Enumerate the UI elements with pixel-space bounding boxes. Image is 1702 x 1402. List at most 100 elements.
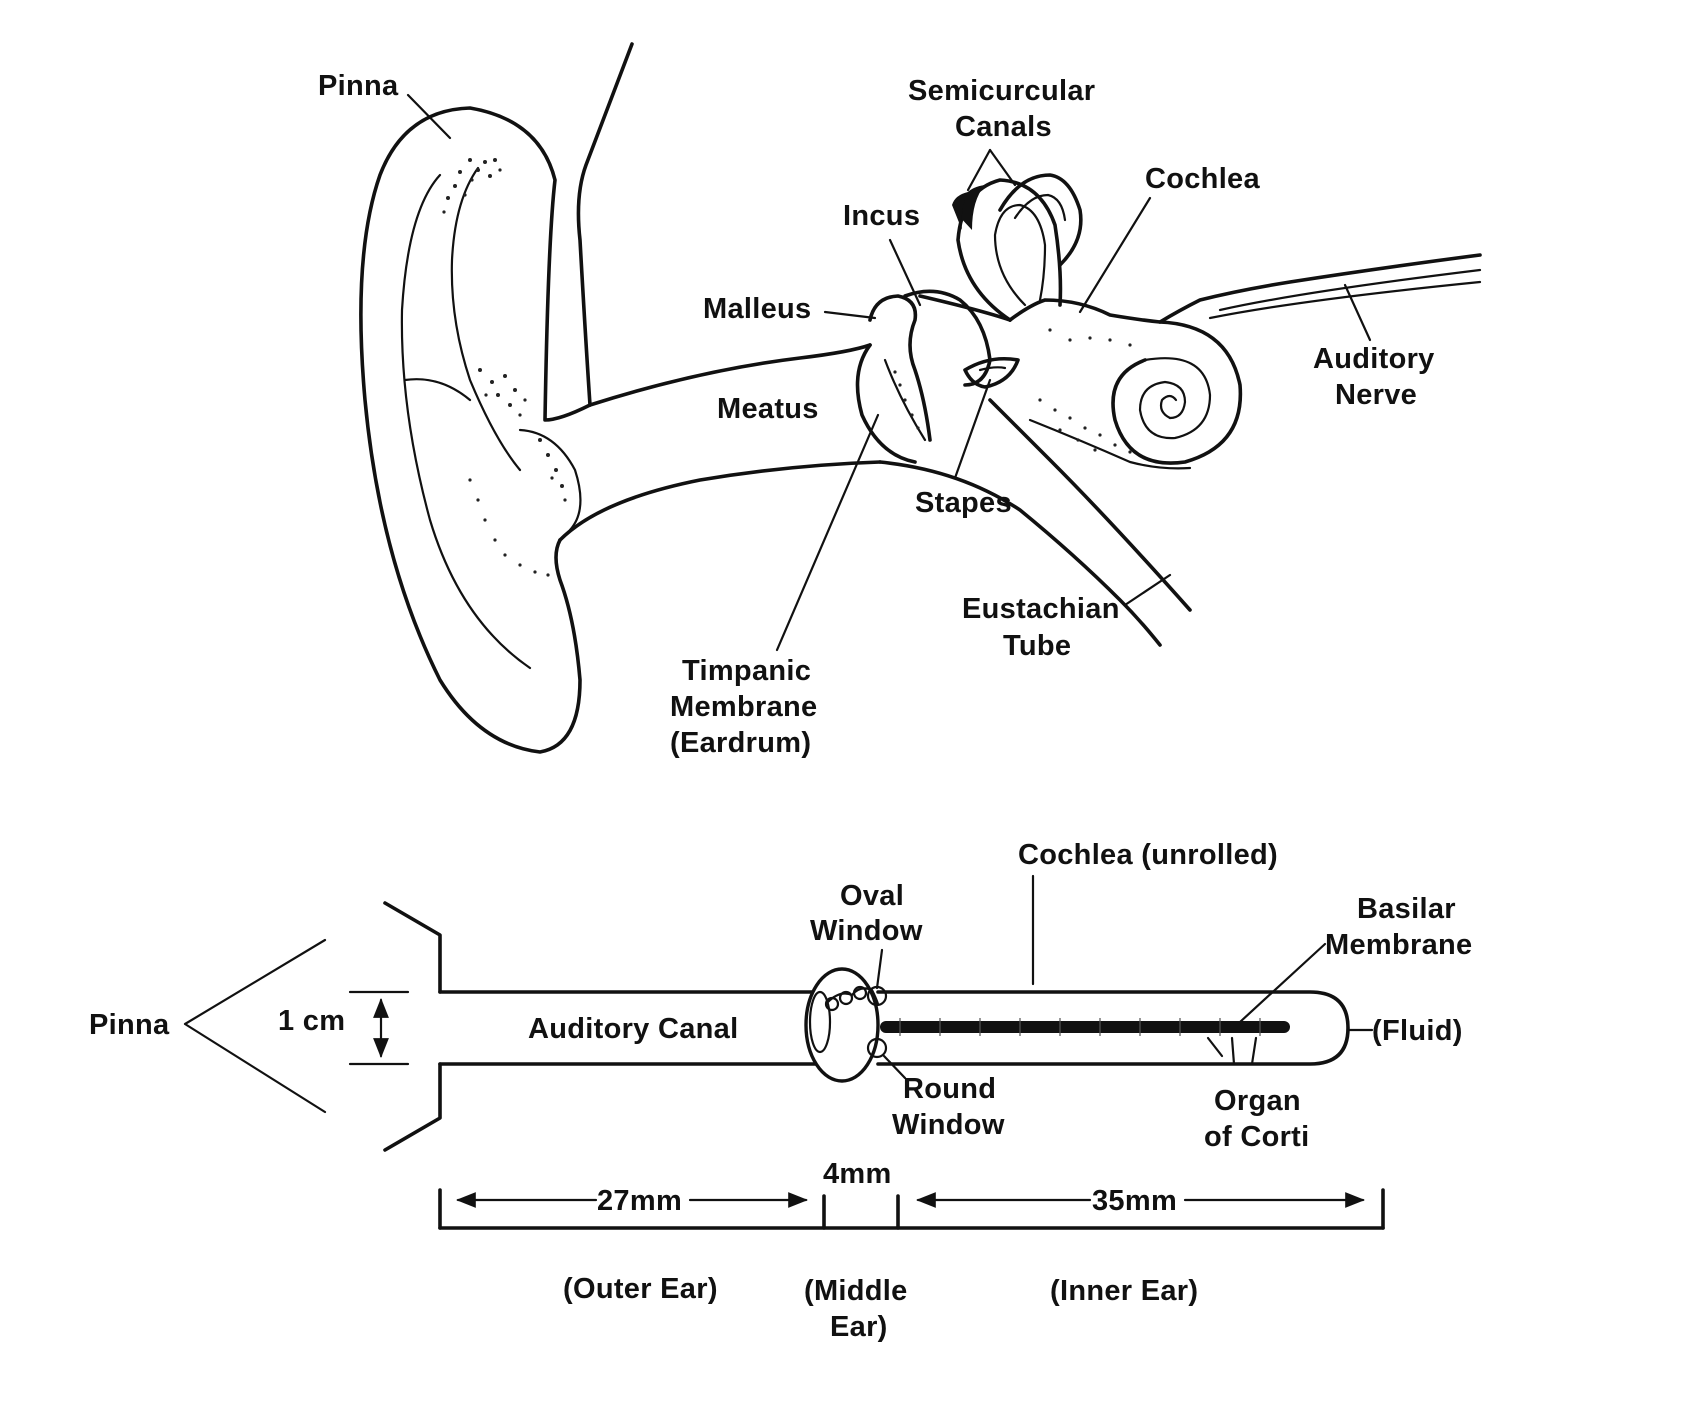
leader-organ-1 bbox=[1206, 1036, 1224, 1058]
label-round-2: Window bbox=[892, 1109, 1005, 1141]
semicircular-canal-shadow-2 bbox=[952, 192, 968, 230]
label-pinna: Pinna bbox=[318, 70, 399, 102]
leader-semicircular-a bbox=[966, 148, 992, 192]
dim-outer: 27mm bbox=[597, 1185, 682, 1217]
leader-stapes bbox=[953, 378, 992, 480]
dim-middle: 4mm bbox=[823, 1158, 892, 1190]
pinna-outline bbox=[359, 106, 592, 754]
leader-semicircular-b bbox=[988, 148, 1017, 187]
label-auditory-nerve-1: Auditory bbox=[1313, 343, 1435, 375]
semicircular-canal-front-inner bbox=[1013, 193, 1067, 222]
dim-inner: 35mm bbox=[1092, 1185, 1177, 1217]
semicircular-canal-outer bbox=[956, 178, 1063, 322]
head-outline bbox=[576, 42, 634, 407]
leader-auditory-nerve bbox=[1343, 283, 1372, 342]
incus bbox=[903, 289, 992, 387]
ear-schematic bbox=[183, 874, 1374, 1152]
eustachian-tube-lower bbox=[878, 460, 1162, 647]
cochlea-tube bbox=[876, 990, 1350, 1066]
leader-incus bbox=[888, 238, 922, 307]
auditory-nerve-lower bbox=[1218, 268, 1482, 312]
label-tympanic-1: Timpanic bbox=[682, 655, 811, 687]
concha-ridge bbox=[403, 378, 472, 402]
round-window-circle bbox=[866, 1037, 888, 1059]
label-fluid: (Fluid) bbox=[1372, 1015, 1463, 1047]
label-semicircular-1: Semicurcular bbox=[908, 75, 1095, 107]
semicircular-canal-front bbox=[998, 173, 1083, 267]
eustachian-tube-upper bbox=[988, 398, 1192, 612]
leader-basilar bbox=[1238, 942, 1327, 1024]
section-middle-1: (Middle bbox=[804, 1275, 908, 1307]
label-tympanic-3: (Eardrum) bbox=[670, 727, 811, 759]
eardrum-ellipse bbox=[808, 990, 832, 1054]
basilar-membrane bbox=[880, 1021, 1290, 1033]
label-cochlea: Cochlea bbox=[1145, 163, 1260, 195]
anatomy-labels: Pinna Semicurcular Canals Cochlea Incus … bbox=[318, 70, 1435, 759]
label-one-cm: 1 cm bbox=[278, 1005, 345, 1037]
stapes bbox=[963, 356, 1020, 389]
tympanic-inner bbox=[883, 358, 927, 442]
section-inner: (Inner Ear) bbox=[1050, 1275, 1198, 1307]
label-auditory-nerve-2: Nerve bbox=[1335, 379, 1417, 411]
malleus bbox=[868, 294, 932, 442]
label-round-1: Round bbox=[903, 1073, 996, 1105]
cochlea-spiral bbox=[1111, 320, 1243, 465]
helix-fold bbox=[400, 173, 532, 670]
pinna-shading bbox=[442, 158, 567, 577]
ear-anatomy-illustration bbox=[359, 42, 1482, 754]
stapes-inner bbox=[978, 366, 1007, 372]
label-basilar-2: Membrane bbox=[1325, 929, 1472, 961]
leader-malleus bbox=[823, 310, 877, 320]
meatus-upper-wall bbox=[588, 343, 872, 407]
label-eustachian-1: Eustachian bbox=[962, 593, 1120, 625]
middle-ear-bulb bbox=[804, 967, 880, 1083]
semicircular-canal-inner bbox=[993, 203, 1047, 307]
ossicle-2 bbox=[838, 990, 854, 1006]
label-cochlea-unrolled: Cochlea (unrolled) bbox=[1018, 839, 1278, 871]
section-middle-2: Ear) bbox=[830, 1311, 888, 1343]
schematic-labels: Cochlea (unrolled) Oval Window Basilar M… bbox=[89, 839, 1472, 1153]
label-eustachian-2: Tube bbox=[1003, 630, 1071, 662]
bony-region bbox=[1028, 418, 1192, 470]
label-stapes: Stapes bbox=[915, 487, 1012, 519]
label-malleus: Malleus bbox=[703, 293, 811, 325]
label-incus: Incus bbox=[843, 200, 920, 232]
vestibule bbox=[1008, 253, 1482, 324]
label-schematic-pinna: Pinna bbox=[89, 1009, 170, 1041]
leader-oval-window bbox=[875, 948, 884, 990]
tragus bbox=[518, 428, 582, 532]
auditory-nerve-mid bbox=[1208, 280, 1482, 320]
canal-flare-bottom bbox=[383, 1062, 442, 1152]
tympanic-shading bbox=[893, 370, 920, 430]
label-meatus: Meatus bbox=[717, 393, 819, 425]
canal-flare-top bbox=[383, 901, 442, 994]
section-outer: (Outer Ear) bbox=[563, 1273, 718, 1305]
label-organ-1: Organ bbox=[1214, 1085, 1301, 1117]
leader-organ-2 bbox=[1230, 1036, 1236, 1066]
dimension-bar: 27mm 4mm 35mm (Outer Ear) (Middle Ear) (… bbox=[438, 1158, 1385, 1343]
leader-eustachian bbox=[1123, 573, 1172, 607]
leader-cochlea bbox=[1078, 196, 1152, 314]
tympanic-membrane bbox=[855, 343, 917, 464]
middle-ear-top bbox=[918, 294, 1012, 322]
label-basilar-1: Basilar bbox=[1357, 893, 1456, 925]
pinna-funnel bbox=[183, 938, 327, 1114]
basilar-fibers bbox=[899, 1018, 1261, 1036]
label-organ-2: of Corti bbox=[1204, 1121, 1310, 1153]
antihelix bbox=[450, 166, 522, 472]
leader-pinna bbox=[406, 93, 452, 140]
label-oval-2: Window bbox=[810, 915, 923, 947]
bone-shading bbox=[1038, 328, 1132, 454]
ossicle-3 bbox=[852, 985, 868, 1001]
leader-tympanic bbox=[775, 413, 880, 652]
meatus-lower-wall bbox=[558, 460, 882, 542]
label-auditory-canal: Auditory Canal bbox=[528, 1013, 738, 1045]
label-oval-1: Oval bbox=[840, 880, 904, 912]
leader-organ-3 bbox=[1250, 1036, 1258, 1066]
ossicle-1 bbox=[824, 996, 840, 1012]
leader-round-window bbox=[882, 1054, 907, 1080]
label-tympanic-2: Membrane bbox=[670, 691, 817, 723]
label-semicircular-2: Canals bbox=[955, 111, 1052, 143]
